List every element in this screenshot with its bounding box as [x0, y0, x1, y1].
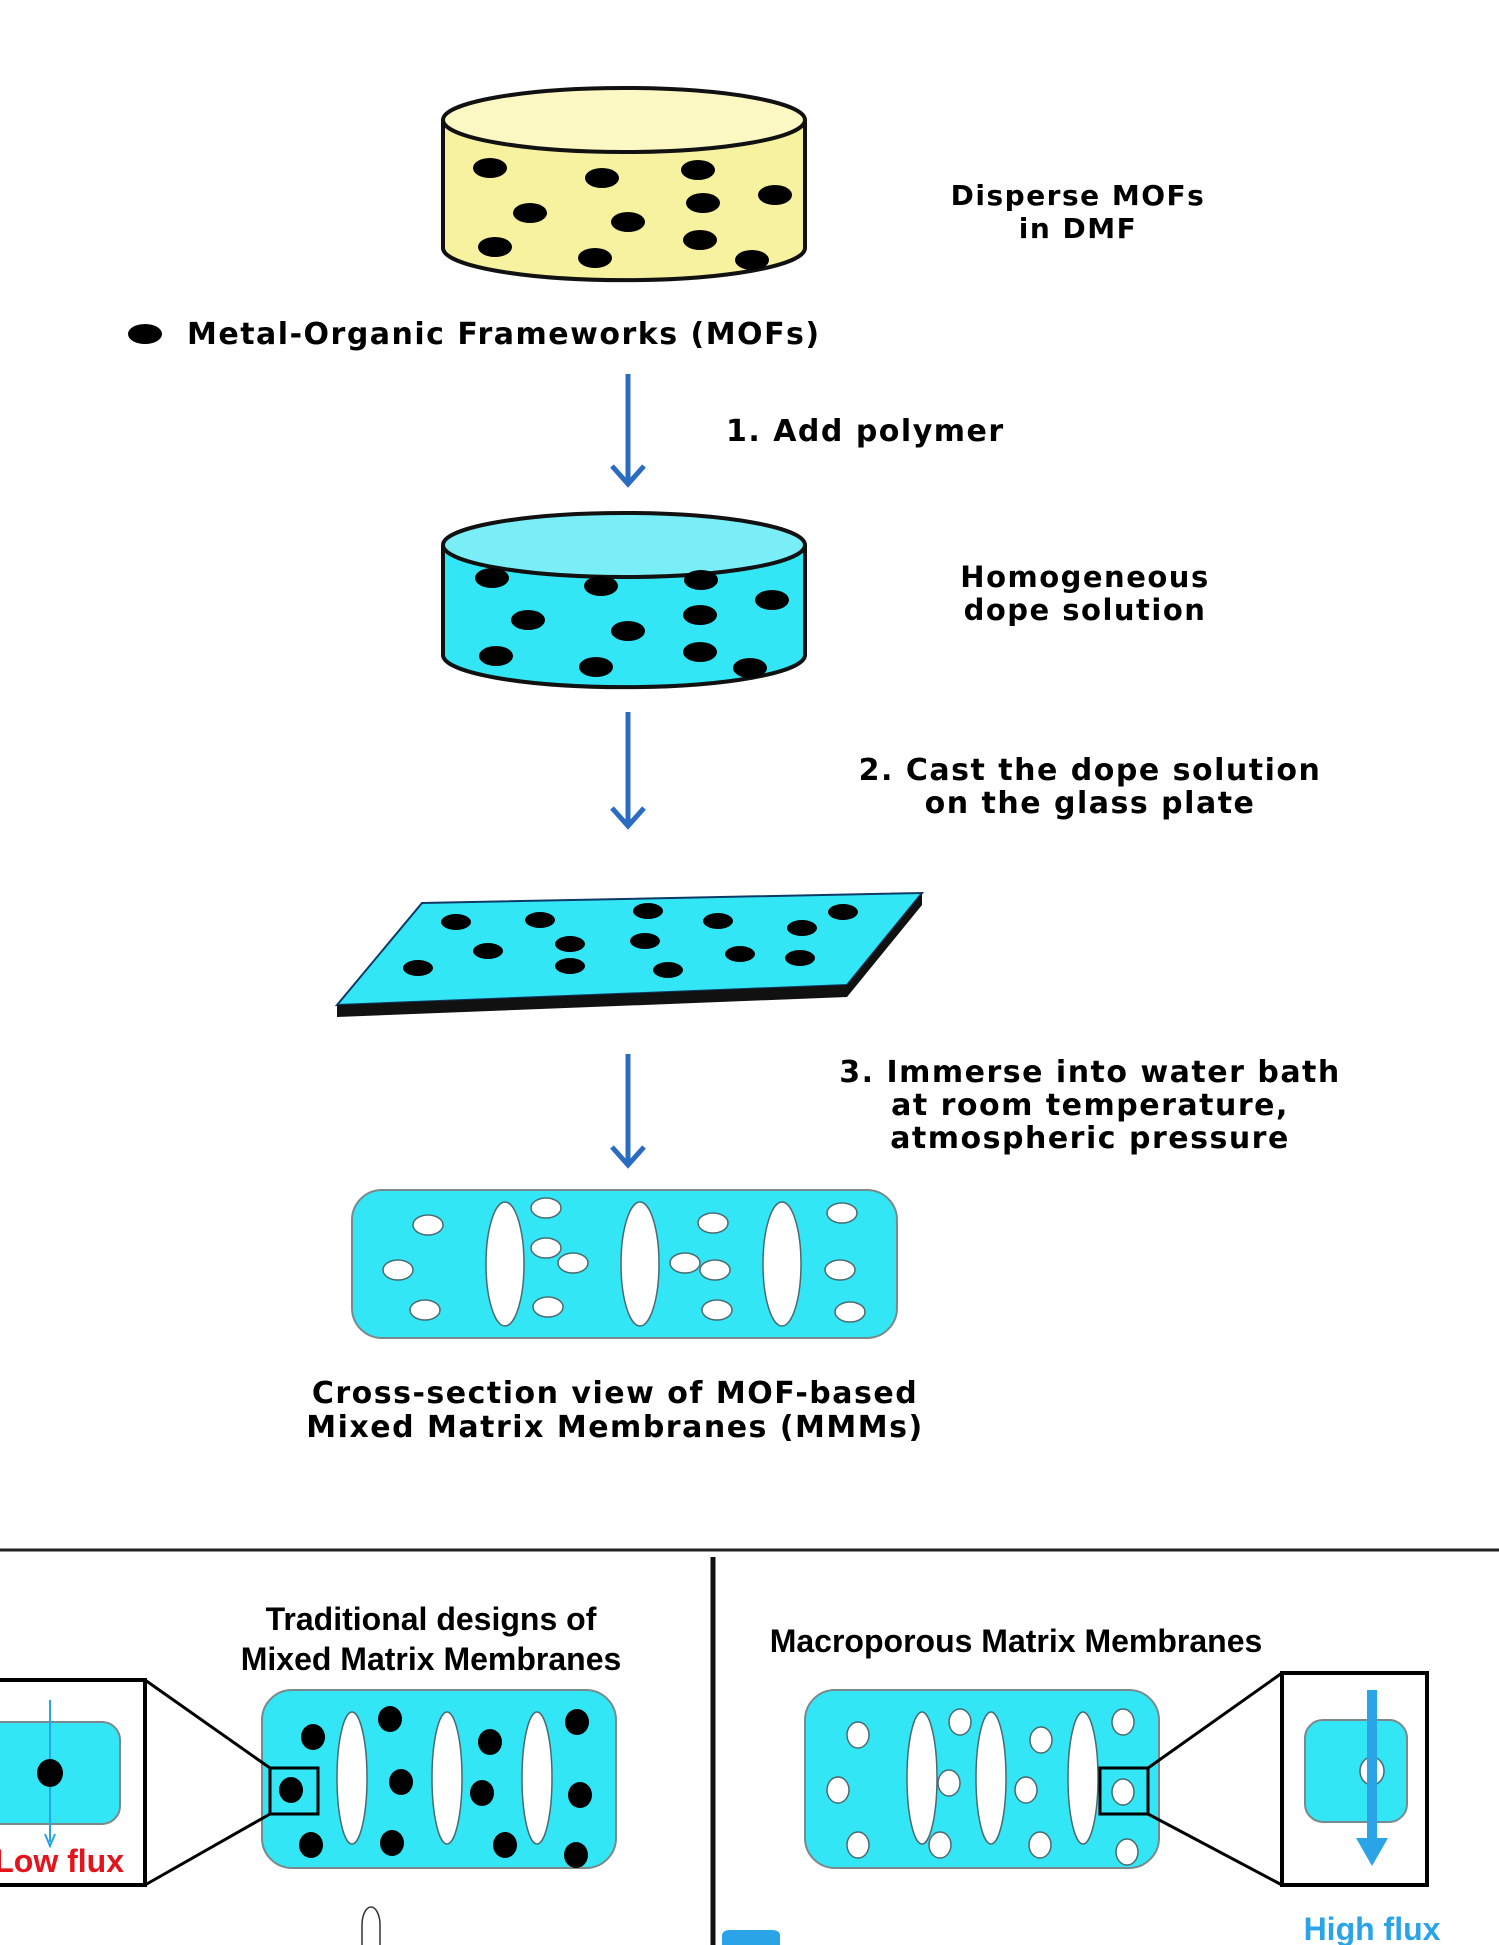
low-flux-inset: [0, 1678, 147, 1887]
cropped-cyan-shape: [722, 1930, 780, 1945]
mof-legend-icon: [128, 324, 162, 344]
macroporous-mmm: [804, 1689, 1160, 1869]
cast-label-line2: on the glass plate: [925, 786, 1256, 821]
traditional-title-line1: Traditional designs of: [266, 1601, 597, 1637]
arrow-down-2: [610, 712, 646, 830]
mof-particles-group: [475, 568, 789, 678]
homogeneous-label-line1: Homogeneous: [960, 560, 1209, 594]
mmm-cross-section: [351, 1189, 898, 1339]
glass-plate: [334, 891, 925, 1017]
traditional-title-line2: Mixed Matrix Membranes: [241, 1641, 622, 1677]
zoom-lines-left: [144, 1678, 271, 1887]
zoom-lines-right: [1147, 1671, 1283, 1887]
immerse-label-line1: 3. Immerse into water bath: [839, 1055, 1341, 1090]
macroporous-title: Macroporous Matrix Membranes: [770, 1623, 1263, 1659]
high-flux-inset: [1280, 1671, 1429, 1887]
disperse-label-line2: in DMF: [1019, 212, 1138, 245]
homogeneous-label-line2: dope solution: [964, 593, 1207, 627]
add-polymer-label: 1. Add polymer: [726, 414, 1005, 449]
cropped-pore-shape: [361, 1906, 381, 1945]
low-flux-label: Low flux: [0, 1843, 124, 1879]
cast-label-line1: 2. Cast the dope solution: [859, 753, 1322, 788]
mof-dmf-cylinder: [441, 86, 807, 283]
cross-section-label-line2: Mixed Matrix Membranes (MMMs): [306, 1410, 923, 1445]
traditional-mmm: [261, 1689, 617, 1869]
immerse-label-line2: at room temperature,: [891, 1088, 1289, 1123]
cross-section-label-line1: Cross-section view of MOF-based: [312, 1376, 918, 1411]
high-flux-label: High flux: [1304, 1911, 1441, 1945]
arrow-down-3: [610, 1054, 646, 1169]
arrow-down-1: [610, 374, 646, 488]
mof-particles-group: [403, 903, 858, 978]
mof-particles-group: [473, 158, 792, 270]
disperse-label-line1: Disperse MOFs: [951, 179, 1206, 212]
immerse-label-line3: atmospheric pressure: [890, 1121, 1290, 1156]
mof-legend-label: Metal-Organic Frameworks (MOFs): [187, 317, 821, 352]
dope-solution-cylinder: [441, 511, 807, 690]
